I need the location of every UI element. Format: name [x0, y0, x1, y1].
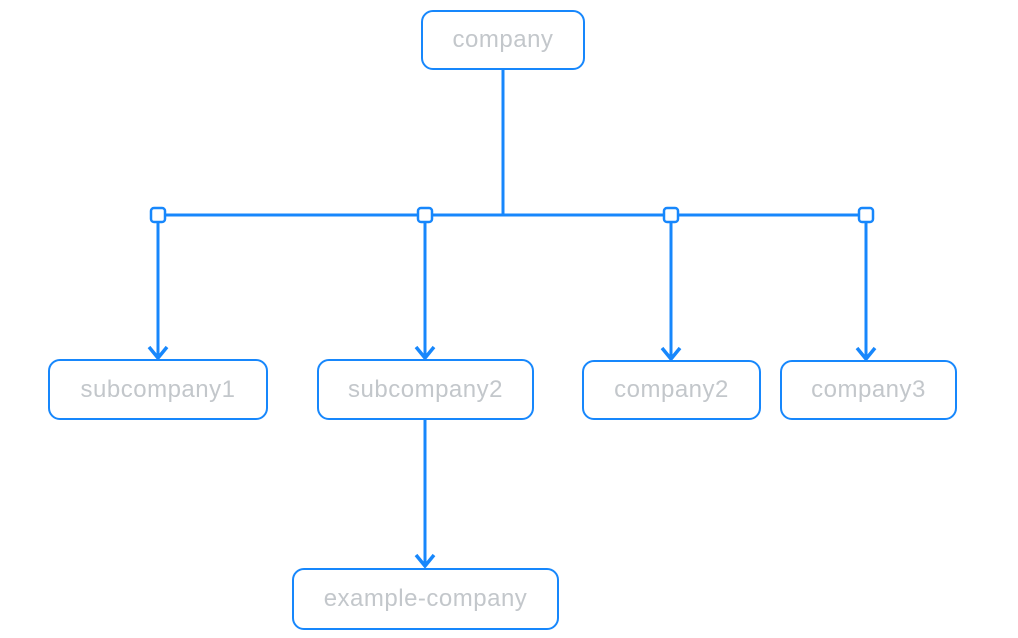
node-label: company3 [811, 376, 926, 403]
edge-company-to-subcompany1 [147, 221, 169, 361]
node-label: example-company [323, 585, 528, 612]
edge-subcompany2-to-example-company [414, 420, 436, 569]
port-company2[interactable] [662, 206, 680, 224]
node-subcompany2[interactable]: subcompany2 [317, 359, 534, 420]
node-label: company [452, 26, 554, 53]
node-label: company2 [614, 376, 729, 403]
node-subcompany1[interactable]: subcompany1 [48, 359, 268, 420]
node-company2[interactable]: company2 [582, 360, 761, 420]
port-subcompany2[interactable] [416, 206, 434, 224]
node-example-company[interactable]: example-company [292, 568, 559, 630]
node-label: subcompany2 [348, 375, 503, 403]
node-company3[interactable]: company3 [780, 360, 957, 420]
edge-company-to-subcompany2 [414, 221, 436, 361]
edge-company-to-company2 [660, 221, 682, 362]
node-company[interactable]: company [421, 10, 585, 70]
port-subcompany1[interactable] [149, 206, 167, 224]
edge-company-to-company3 [855, 221, 877, 362]
node-label: subcompany1 [80, 375, 236, 403]
port-company3[interactable] [857, 206, 875, 224]
